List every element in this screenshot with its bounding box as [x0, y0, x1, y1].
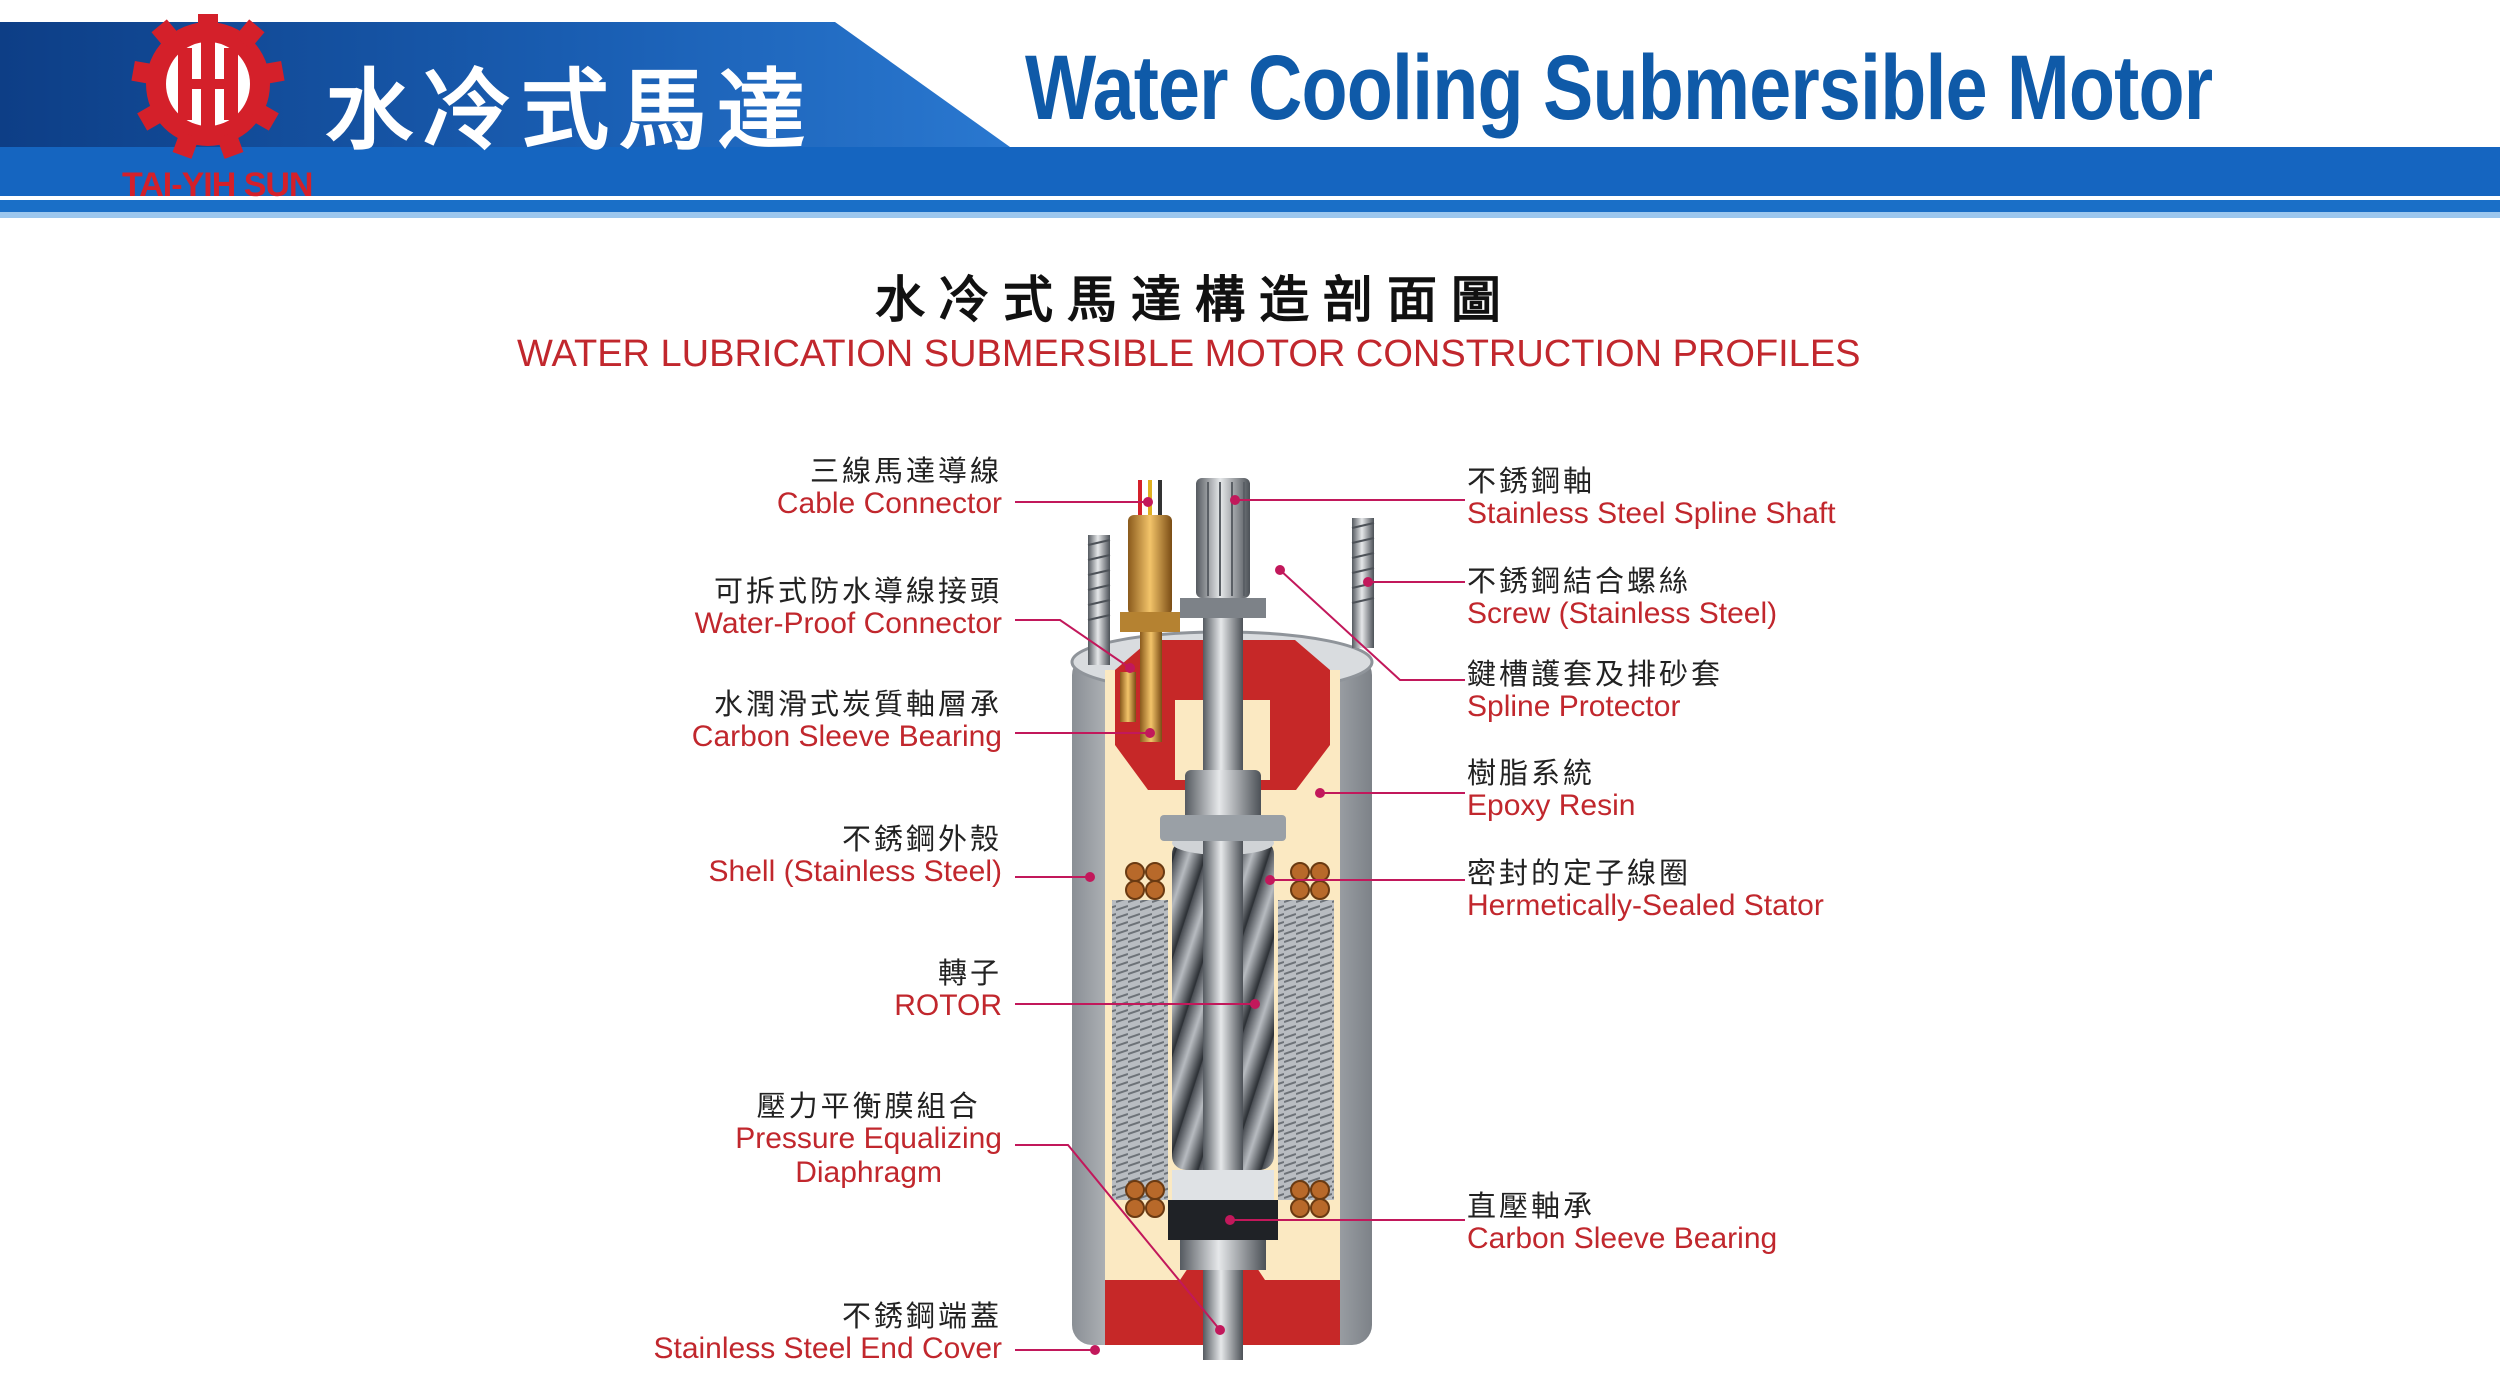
brand-name: TAI-YIH SUN — [122, 166, 313, 204]
header-title-en: Water Cooling Submersible Motor — [1025, 37, 2213, 139]
label-en: Screw (Stainless Steel) — [1467, 597, 1778, 631]
label-cn: 水潤滑式炭質軸層承 — [713, 687, 1002, 721]
diagram-title-en: WATER LUBRICATION SUBMERSIBLE MOTOR CONS… — [517, 333, 1861, 375]
label-en: Carbon Sleeve Bearing — [1467, 1222, 1778, 1256]
label-pressure-equalizing-diaphragm: 壓力平衡膜組合 Pressure Equalizing Diaphragm — [735, 1090, 1002, 1190]
label-en-line2: Diaphragm — [795, 1156, 942, 1190]
label-en: Carbon Sleeve Bearing — [691, 720, 1002, 754]
label-carbon-sleeve-bearing-right: 直壓軸承 Carbon Sleeve Bearing — [1467, 1190, 1777, 1256]
label-sealed-stator: 密封的定子線圈 Hermetically-Sealed Stator — [1467, 857, 1824, 923]
label-spline-shaft: 不銹鋼軸 Stainless Steel Spline Shaft — [1467, 465, 1836, 531]
label-en: Water-Proof Connector — [694, 607, 1002, 641]
label-en: Epoxy Resin — [1467, 789, 1636, 823]
label-epoxy-resin: 樹脂系統 Epoxy Resin — [1467, 757, 1635, 823]
label-cn: 不銹鋼外殼 — [841, 822, 1002, 856]
diagram-title-cn: 水冷式馬達構造剖面圖 — [875, 271, 1515, 329]
label-cn: 密封的定子線圈 — [1467, 856, 1692, 890]
label-cn: 可拆式防水導線接頭 — [713, 574, 1002, 608]
label-end-cover: 不銹鋼端蓋 Stainless Steel End Cover — [653, 1300, 1002, 1366]
label-cn: 不銹鋼端蓋 — [841, 1299, 1002, 1333]
label-en: Spline Protector — [1467, 690, 1681, 724]
label-cn: 轉子 — [937, 956, 1002, 990]
label-en: ROTOR — [894, 989, 1002, 1023]
label-cn: 不銹鋼軸 — [1467, 464, 1596, 498]
label-carbon-sleeve-bearing-left: 水潤滑式炭質軸層承 Carbon Sleeve Bearing — [692, 688, 1002, 754]
company-logo — [131, 14, 285, 159]
label-cn: 不銹鋼結合螺絲 — [1467, 564, 1692, 598]
label-water-proof-connector: 可拆式防水導線接頭 Water-Proof Connector — [695, 575, 1002, 641]
label-cable-connector: 三線馬達導線 Cable Connector — [777, 455, 1002, 521]
label-cn: 鍵槽護套及排砂套 — [1467, 657, 1724, 691]
label-en: Cable Connector — [776, 487, 1002, 521]
label-cn: 三線馬達導線 — [809, 454, 1002, 488]
label-en: Hermetically-Sealed Stator — [1467, 889, 1824, 923]
label-en: Stainless Steel Spline Shaft — [1467, 497, 1836, 531]
label-cn: 樹脂系統 — [1467, 756, 1596, 790]
label-en: Shell (Stainless Steel) — [708, 855, 1002, 889]
label-cn: 直壓軸承 — [1467, 1189, 1596, 1223]
header-title-cn: 水冷式馬達 — [325, 59, 816, 162]
label-screw: 不銹鋼結合螺絲 Screw (Stainless Steel) — [1467, 565, 1777, 631]
label-en: Pressure Equalizing — [735, 1122, 1002, 1156]
label-en: Stainless Steel End Cover — [653, 1332, 1002, 1366]
label-shell: 不銹鋼外殼 Shell (Stainless Steel) — [709, 823, 1002, 889]
label-cn: 壓力平衡膜組合 — [756, 1089, 981, 1123]
label-spline-protector: 鍵槽護套及排砂套 Spline Protector — [1467, 658, 1723, 724]
label-rotor: 轉子 ROTOR — [894, 957, 1002, 1023]
